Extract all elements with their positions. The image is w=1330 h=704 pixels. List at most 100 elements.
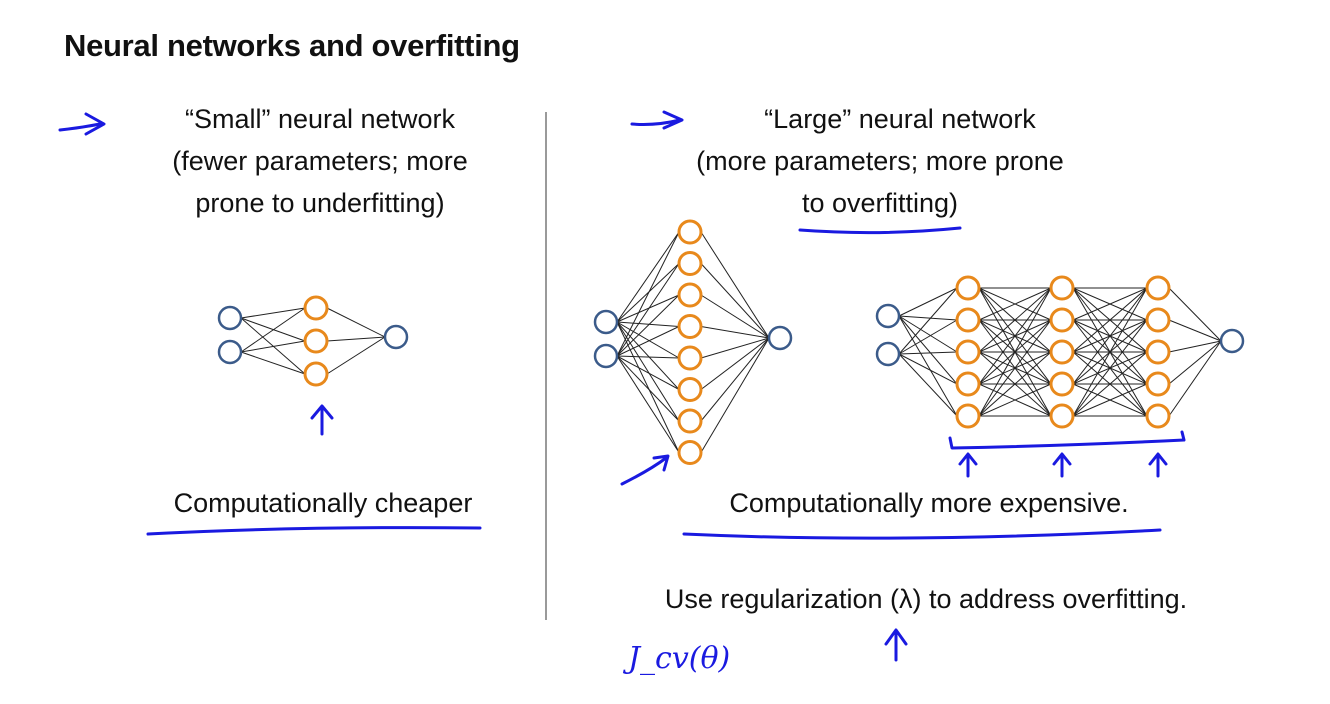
network-nodes xyxy=(217,219,1245,465)
large-network-deep-hidden-node xyxy=(955,339,981,365)
large-network-deep-edge xyxy=(1168,287,1222,342)
small-network-input-node xyxy=(217,339,243,365)
large-network-deep-edge xyxy=(978,287,1052,385)
large-network-deep-hidden-node xyxy=(955,403,981,429)
underline-large-caption xyxy=(682,528,1162,540)
large-network-deep-edge xyxy=(1072,287,1148,417)
arrow-up-lambda xyxy=(884,628,908,662)
large-network-deep-edge xyxy=(898,287,958,317)
large-network-deep-edge xyxy=(978,287,1052,353)
small-network-heading-line2: (fewer parameters; more xyxy=(172,146,468,176)
large-network-deep-hidden-node xyxy=(1145,339,1171,365)
heading-line3-prefix: to xyxy=(801,188,832,218)
small-network-hidden-node xyxy=(303,361,329,387)
large-network-wide-edge xyxy=(616,294,680,357)
arrow-up-hidden-layer-3 xyxy=(1148,452,1168,478)
large-network-wide-edge xyxy=(616,321,680,390)
arrow-up-hidden-layer-1 xyxy=(958,452,978,478)
small-network-edge xyxy=(326,336,386,375)
large-network-wide-edge xyxy=(616,326,680,357)
small-network-heading-line1: “Small” neural network xyxy=(184,104,456,134)
network-edges xyxy=(240,231,1222,453)
large-network-deep-output-node xyxy=(1219,328,1245,354)
large-network-deep-edge xyxy=(1168,340,1222,385)
large-network-wide-edge xyxy=(616,355,680,453)
large-network-deep-edge xyxy=(898,315,958,385)
large-network-deep-edge xyxy=(978,351,1052,417)
arrow-to-large-network xyxy=(630,110,684,130)
large-network-deep-edge xyxy=(1168,340,1222,353)
large-network-deep-edge xyxy=(898,315,958,417)
bracket-under-hidden-layers xyxy=(948,430,1186,450)
large-network-deep-hidden-node xyxy=(1049,371,1075,397)
large-network-wide-edge xyxy=(616,355,680,390)
large-network-wide-edge xyxy=(616,355,680,359)
large-network-wide-hidden-node xyxy=(677,314,703,339)
large-network-deep-hidden-node xyxy=(1145,403,1171,429)
large-network-heading-line3: to overfitting) xyxy=(700,184,1060,222)
large-network-wide-edge xyxy=(700,337,770,390)
small-network-edge xyxy=(240,307,306,353)
handwritten-cost-function: J_cv(θ) xyxy=(622,641,730,676)
large-network-deep-edge xyxy=(1072,287,1148,353)
large-network-deep-hidden-node xyxy=(955,371,981,397)
large-network-wide-edge xyxy=(616,321,680,453)
large-network-wide-edge xyxy=(616,263,680,323)
large-network-wide-edge xyxy=(700,337,770,359)
small-network-caption: Computationally cheaper xyxy=(173,488,473,518)
large-network-deep-edge xyxy=(898,353,958,385)
large-network-wide-edge xyxy=(700,326,770,339)
small-network-hidden-node xyxy=(303,328,329,354)
small-network-heading-line3: prone to underfitting) xyxy=(195,188,445,218)
small-network-edge xyxy=(240,307,306,319)
large-network-wide-edge xyxy=(700,294,770,339)
large-network-wide-edge xyxy=(616,355,680,422)
large-network-wide-edge xyxy=(700,231,770,339)
large-network-deep-input-node xyxy=(875,303,901,329)
large-network-deep-hidden-node xyxy=(1145,275,1171,301)
large-network-deep-hidden-node xyxy=(1049,403,1075,429)
cost-function-label: J_cv(θ) xyxy=(622,641,730,676)
arrow-up-hidden-layer-2 xyxy=(1052,452,1072,478)
large-network-deep-hidden-node xyxy=(1145,307,1171,333)
large-network-wide-edge xyxy=(616,321,680,422)
large-network-wide-input-node xyxy=(593,309,619,335)
large-network-wide-hidden-node xyxy=(677,440,703,465)
large-network-deep-hidden-node xyxy=(1049,339,1075,365)
large-network-deep-edge xyxy=(898,351,958,355)
small-network-output-node xyxy=(383,324,409,350)
heading-line3-suffix: ) xyxy=(949,188,959,218)
large-network-heading-line2: (more parameters; more prone xyxy=(696,146,1064,176)
large-network-deep-edge xyxy=(1072,383,1148,417)
large-network-deep-edge xyxy=(978,319,1052,417)
small-network-edge xyxy=(326,336,386,342)
underline-overfitting xyxy=(798,226,962,235)
large-network-wide-edge xyxy=(616,231,680,357)
large-network-deep-edge xyxy=(898,353,958,417)
large-network-wide-hidden-node xyxy=(677,408,703,434)
small-network-edge xyxy=(240,340,306,353)
small-network-input-node xyxy=(217,305,243,331)
large-network-deep-hidden-node xyxy=(955,275,981,301)
large-network-deep-input-node xyxy=(875,341,901,367)
large-network-wide-edge xyxy=(700,263,770,339)
large-network-wide-edge xyxy=(616,231,680,323)
underline-small-caption xyxy=(146,526,482,536)
large-network-deep-edge xyxy=(898,315,958,321)
large-network-deep-edge xyxy=(1168,319,1222,342)
arrow-to-large-hidden-layer xyxy=(620,454,670,486)
large-network-deep-hidden-node xyxy=(1049,307,1075,333)
handwritten-annotations xyxy=(58,110,1186,662)
large-network-deep-edge xyxy=(978,287,1052,321)
large-network-deep-edge xyxy=(1072,287,1148,321)
large-network-deep-hidden-node xyxy=(1049,275,1075,301)
small-network-edge xyxy=(240,351,306,375)
large-network-wide-edge xyxy=(616,263,680,357)
large-network-deep-edge xyxy=(1072,351,1148,417)
large-network-heading-line1: “Large” neural network xyxy=(764,104,1036,134)
large-network-deep-edge xyxy=(978,287,1052,417)
overfitting-word: overfitting xyxy=(831,188,950,218)
large-network-deep-edge xyxy=(898,315,958,353)
large-network-wide-hidden-node xyxy=(677,251,703,276)
